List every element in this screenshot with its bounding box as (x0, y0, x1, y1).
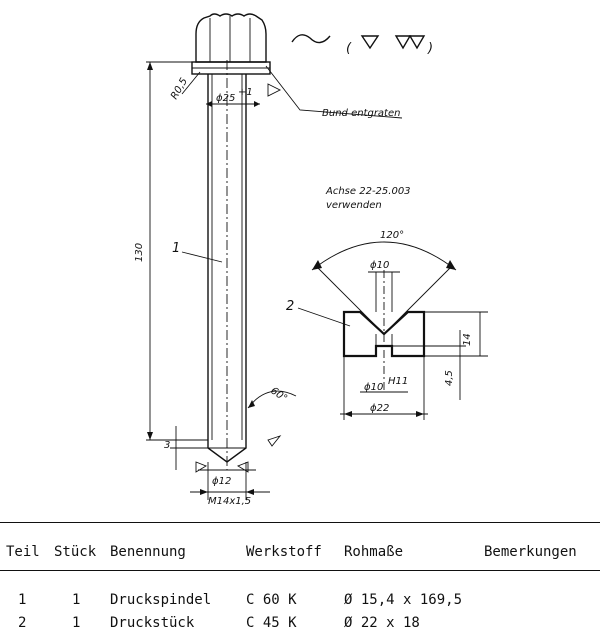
table-header-rule (0, 570, 600, 571)
cone-angle-label: 120° (380, 230, 404, 241)
row-2-rohmasse: Ø 22 x 18 (344, 615, 420, 631)
row-1-benennung: Druckspindel (110, 592, 212, 608)
tip-length-label: 3 (164, 440, 170, 451)
bore-bottom-tolerance: H11 (388, 376, 408, 387)
header-werkstoff: Werkstoff (246, 544, 322, 560)
row-1-stueck: 1 (72, 592, 81, 608)
row-1-werkstoff: C 60 K (246, 592, 297, 608)
svg-text:(: ( (346, 41, 352, 56)
part-2-callout: 2 (286, 299, 294, 314)
axle-note-line-2: verwenden (326, 200, 382, 211)
row-2-werkstoff: C 45 K (246, 615, 297, 631)
header-bemerkungen: Bemerkungen (484, 544, 577, 560)
spindle-part-1 (146, 13, 403, 500)
bore-bottom-label: ϕ10 (364, 382, 383, 393)
header-rohmasse: Rohmaße (344, 544, 404, 560)
head-tolerance-label: +1 (238, 87, 253, 98)
svg-text:): ) (427, 41, 433, 56)
bore-diameter-label: ϕ10 (370, 260, 389, 271)
row-2-stueck: 1 (72, 615, 81, 631)
header-benennung: Benennung (110, 544, 186, 560)
point-angle-label: 60° (268, 385, 289, 404)
header-teil: Teil (6, 544, 40, 560)
radius-label: R0,5 (169, 76, 190, 101)
axle-note-line-1: Achse 22-25.003 (325, 186, 411, 197)
thread-label: M14x1,5 (208, 496, 251, 507)
head-diameter-label: ϕ25 (216, 93, 235, 104)
table-top-rule (0, 522, 600, 523)
deburr-note: Bund entgraten (322, 108, 400, 119)
length-label: 130 (134, 243, 145, 262)
row-2-teil: 2 (18, 615, 27, 631)
parts-list-table: Teil Stück Benennung Werkstoff Rohmaße B… (0, 520, 600, 638)
pressure-piece-part-2 (297, 241, 488, 420)
tip-diameter-label: ϕ12 (212, 476, 231, 487)
outer-diameter-label: ϕ22 (370, 403, 389, 414)
technical-drawing: ( ) (134, 13, 488, 507)
row-2-benennung: Druckstück (110, 615, 195, 631)
height-14-label: 14 (462, 333, 473, 346)
row-1-teil: 1 (18, 592, 27, 608)
row-1-rohmasse: Ø 15,4 x 169,5 (344, 592, 463, 608)
surface-finish-symbol: ( ) (291, 34, 433, 56)
height-4-5-label: 4,5 (444, 370, 455, 386)
part-1-callout: 1 (172, 241, 180, 256)
header-stueck: Stück (54, 544, 97, 560)
